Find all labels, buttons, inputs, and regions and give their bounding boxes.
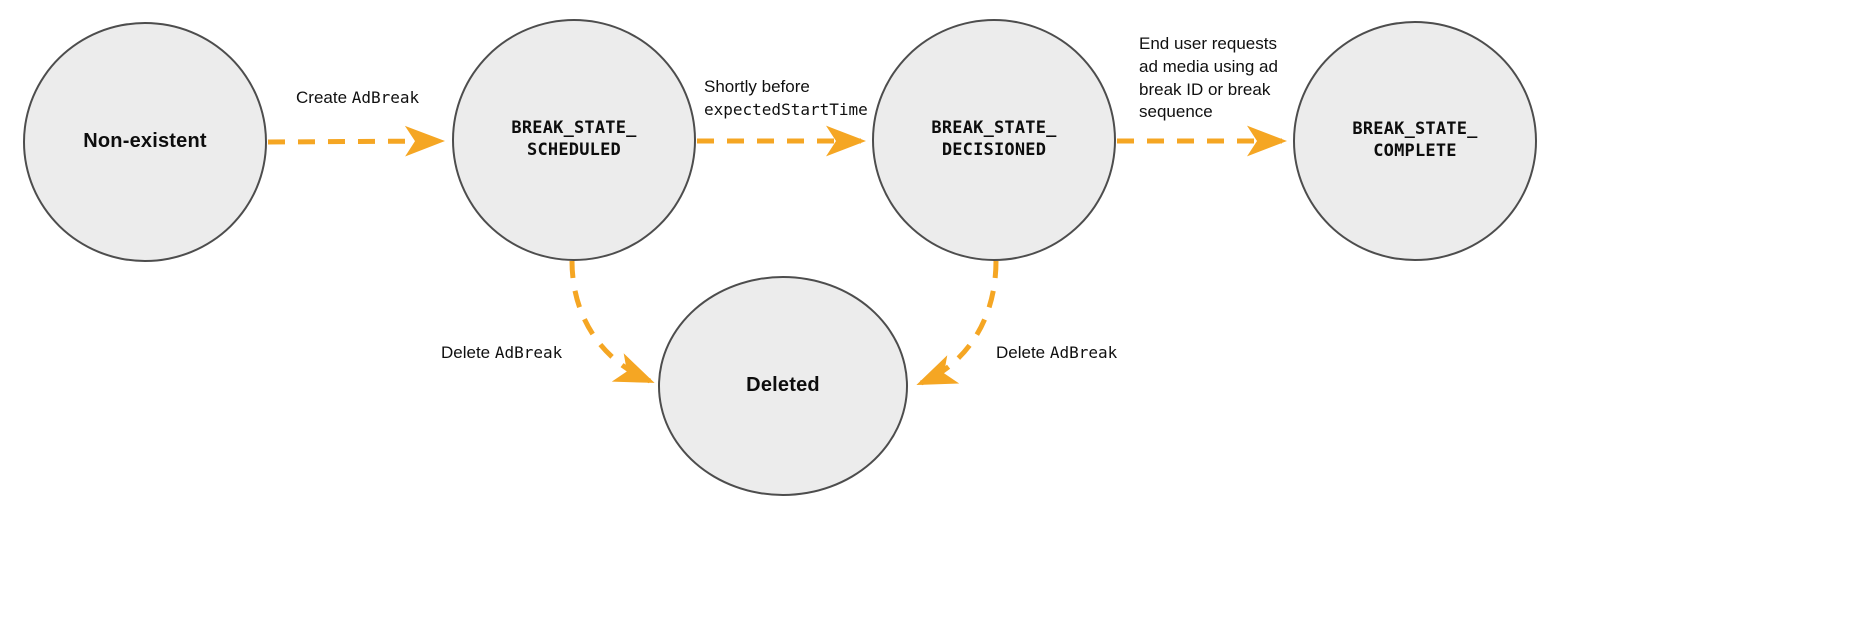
edge-label-create-adbreak: Create AdBreak <box>296 88 420 107</box>
node-label-break-state-decisioned: BREAK_STATE_ DECISIONED <box>931 118 1057 160</box>
edge-delete-adbreak-decisioned <box>916 260 999 386</box>
node-non-existent[interactable]: Non-existent <box>23 22 267 262</box>
edge-label-delete-adbreak-scheduled: Delete AdBreak <box>441 343 563 362</box>
node-label-non-existent: Non-existent <box>83 130 207 153</box>
edge-label-shortly-before-expected-start-time: Shortly before expectedStartTime <box>704 77 868 119</box>
edge-label-delete-adbreak-decisioned: Delete AdBreak <box>996 343 1118 362</box>
node-break-state-scheduled[interactable]: BREAK_STATE_ SCHEDULED <box>452 19 696 261</box>
edge-label-end-user-requests-ad-media: End user requests ad media using ad brea… <box>1139 34 1278 122</box>
node-label-break-state-complete: BREAK_STATE_ COMPLETE <box>1352 119 1478 161</box>
node-break-state-complete[interactable]: BREAK_STATE_ COMPLETE <box>1293 21 1537 261</box>
edge-create-adbreak <box>267 125 445 157</box>
node-break-state-decisioned[interactable]: BREAK_STATE_ DECISIONED <box>872 19 1116 261</box>
node-label-deleted: Deleted <box>746 374 820 397</box>
node-label-break-state-scheduled: BREAK_STATE_ SCHEDULED <box>511 118 637 160</box>
node-deleted[interactable]: Deleted <box>658 276 908 496</box>
edge-delete-adbreak-scheduled <box>569 260 655 384</box>
